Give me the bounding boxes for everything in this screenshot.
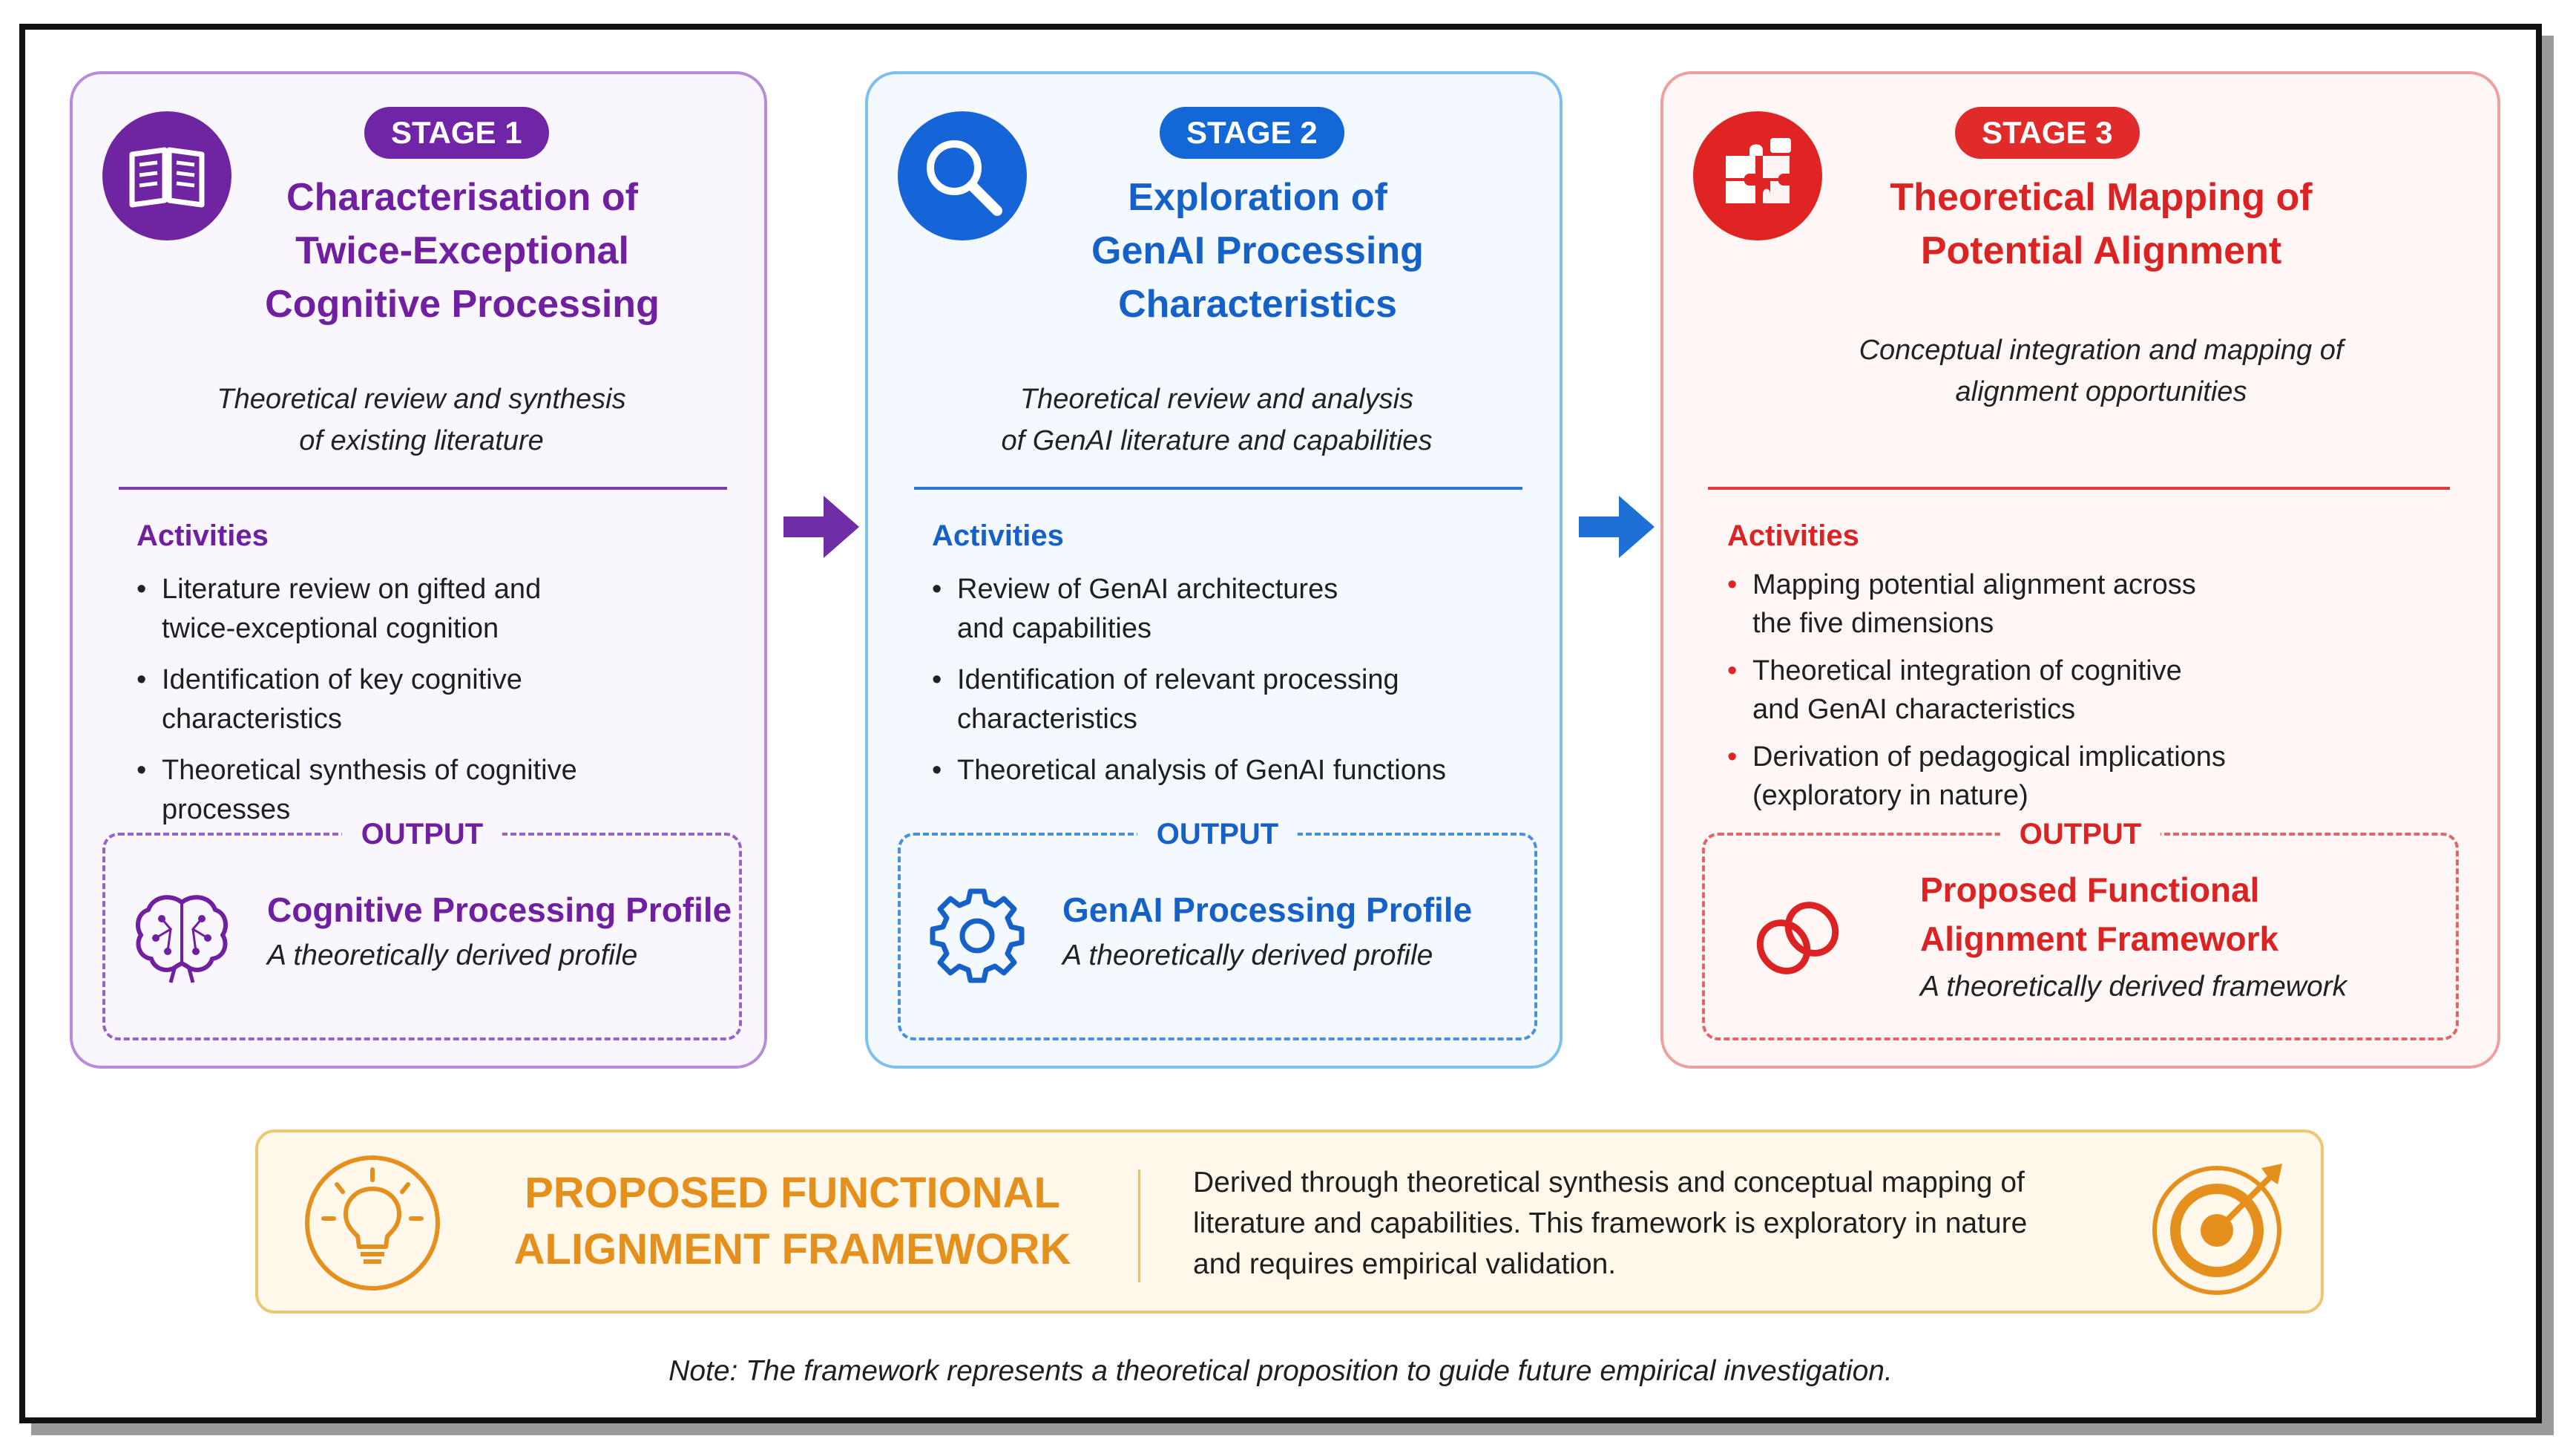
list-item: •Theoretical analysis of GenAI functions — [932, 755, 1447, 786]
output-title: Cognitive Processing Profile — [267, 891, 732, 929]
brain-icon — [135, 895, 229, 983]
book-icon — [102, 111, 231, 240]
puzzle-icon — [1693, 111, 1822, 240]
list-item: •Theoretical synthesis of cognitive proc… — [137, 755, 577, 825]
list-item: •Literature review on gifted and twice-e… — [137, 574, 542, 644]
list-item: •Identification of relevant processing c… — [932, 664, 1399, 735]
stage-3-card: STAGE 3 Theoretical Mapping of Potential… — [1660, 71, 2500, 1069]
output-label: OUTPUT — [1137, 813, 1298, 855]
output-box: OUTPUT GenAI Processing Profile A theore… — [898, 813, 1537, 1040]
activities-heading: Activities — [137, 519, 269, 552]
divider — [914, 487, 1522, 490]
magnifier-icon — [898, 111, 1027, 240]
output-title: GenAI Processing Profile — [1062, 891, 1473, 929]
output-title: Proposed Functional Alignment Framework — [1920, 870, 2279, 958]
target-icon — [2152, 1164, 2282, 1295]
stage-title: Exploration of GenAI Processing Characte… — [1091, 176, 1424, 326]
stage-subtitle: Theoretical review and synthesis of exis… — [217, 384, 626, 456]
chain-link-icon — [1756, 902, 1839, 974]
activities-list: •Mapping potential alignment across the … — [1727, 565, 2321, 824]
summary-title: PROPOSED FUNCTIONAL ALIGNMENT FRAMEWORK — [513, 1169, 1071, 1273]
activities-list: •Review of GenAI architectures and capab… — [932, 570, 1525, 802]
list-item: •Identification of key cognitive charact… — [137, 664, 522, 735]
stage-subtitle: Conceptual integration and mapping of al… — [1859, 335, 2344, 407]
list-item: •Theoretical integration of cognitive an… — [1727, 655, 2182, 725]
arrow-right-icon — [1579, 496, 1655, 558]
footnote: Note: The framework represents a theoret… — [668, 1355, 1893, 1387]
divider — [1708, 487, 2450, 490]
activities-heading: Activities — [932, 519, 1064, 552]
stage-2-card: STAGE 2 Exploration of GenAI Processing … — [865, 71, 1563, 1069]
output-description: A theoretically derived profile — [1062, 939, 1433, 971]
output-description: A theoretically derived profile — [267, 939, 638, 971]
stage-1-card: STAGE 1 Characterisation of Twice-Except… — [70, 71, 767, 1069]
stage-badge: STAGE 3 — [1955, 107, 2140, 159]
list-item: •Review of GenAI architectures and capab… — [932, 574, 1338, 644]
lightbulb-icon — [305, 1155, 440, 1291]
separator — [1138, 1170, 1140, 1282]
activities-heading: Activities — [1727, 519, 1859, 552]
diagram-frame: STAGE 1 Characterisation of Twice-Except… — [19, 24, 2542, 1423]
stage-title: Characterisation of Twice-Exceptional Co… — [265, 176, 660, 326]
summary-panel: PROPOSED FUNCTIONAL ALIGNMENT FRAMEWORK … — [255, 1129, 2324, 1314]
gear-icon — [930, 888, 1025, 983]
output-box: OUTPUT Cognitive Processing Profile A th… — [102, 813, 742, 1040]
divider — [119, 487, 727, 490]
output-label: OUTPUT — [341, 813, 503, 855]
activities-list: •Literature review on gifted and twice-e… — [137, 570, 730, 842]
stage-title: Theoretical Mapping of Potential Alignme… — [1890, 176, 2313, 272]
arrow-right-icon — [783, 496, 859, 558]
output-description: A theoretically derived framework — [1920, 971, 2347, 1003]
output-box: OUTPUT Proposed Functional Alignment Fra… — [1702, 813, 2459, 1040]
list-item: •Derivation of pedagogical implications … — [1727, 741, 2226, 811]
list-item: •Mapping potential alignment across the … — [1727, 569, 2196, 639]
stage-badge: STAGE 1 — [364, 107, 549, 159]
stage-badge: STAGE 2 — [1160, 107, 1344, 159]
stage-subtitle: Theoretical review and analysis of GenAI… — [1001, 384, 1433, 456]
output-label: OUTPUT — [2000, 813, 2161, 855]
summary-text: Derived through theoretical synthesis an… — [1193, 1167, 2028, 1280]
